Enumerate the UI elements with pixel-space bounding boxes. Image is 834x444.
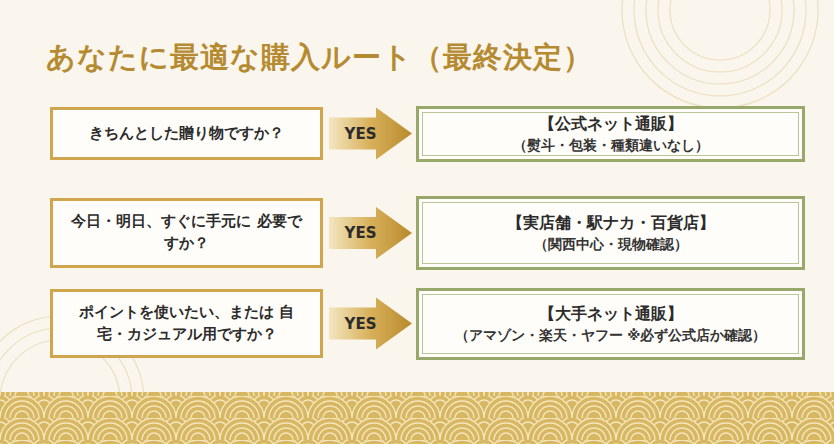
answer-box: 【公式ネット通販】（熨斗・包装・種類違いなし）	[416, 106, 805, 162]
yes-arrow	[329, 298, 412, 350]
box-heading: きちんとした贈り物ですか？	[89, 123, 284, 145]
wave-border	[0, 392, 834, 444]
box-note: （熨斗・包装・種類違いなし）	[513, 136, 709, 155]
box-heading: 今日・明日、すぐに手元に 必要ですか？	[69, 211, 304, 255]
question-box: 今日・明日、すぐに手元に 必要ですか？	[50, 198, 323, 268]
edge-label: YES	[345, 224, 377, 242]
edge-label: YES	[345, 315, 377, 333]
box-heading: 【大手ネット通販】	[539, 303, 683, 325]
diagram-title: あなたに最適な購入ルート（最終決定）	[46, 38, 593, 78]
box-heading: 【公式ネット通販】	[539, 113, 683, 135]
edge-label: YES	[345, 125, 377, 143]
yes-arrow	[329, 108, 412, 160]
box-note: （アマゾン・楽天・ヤフー ※必ず公式店か確認）	[455, 326, 767, 345]
box-note: （関西中心・現物確認）	[534, 235, 688, 254]
answer-box: 【大手ネット通販】（アマゾン・楽天・ヤフー ※必ず公式店か確認）	[416, 288, 805, 360]
answer-box: 【実店舗・駅ナカ・百貨店】（関西中心・現物確認）	[416, 196, 805, 270]
box-heading: ポイントを使いたい、または 自宅・カジュアル用ですか？	[69, 302, 304, 346]
yes-arrow	[329, 207, 412, 259]
question-box: きちんとした贈り物ですか？	[50, 107, 323, 160]
box-heading: 【実店舗・駅ナカ・百貨店】	[507, 212, 715, 234]
question-box: ポイントを使いたい、または 自宅・カジュアル用ですか？	[50, 289, 323, 358]
